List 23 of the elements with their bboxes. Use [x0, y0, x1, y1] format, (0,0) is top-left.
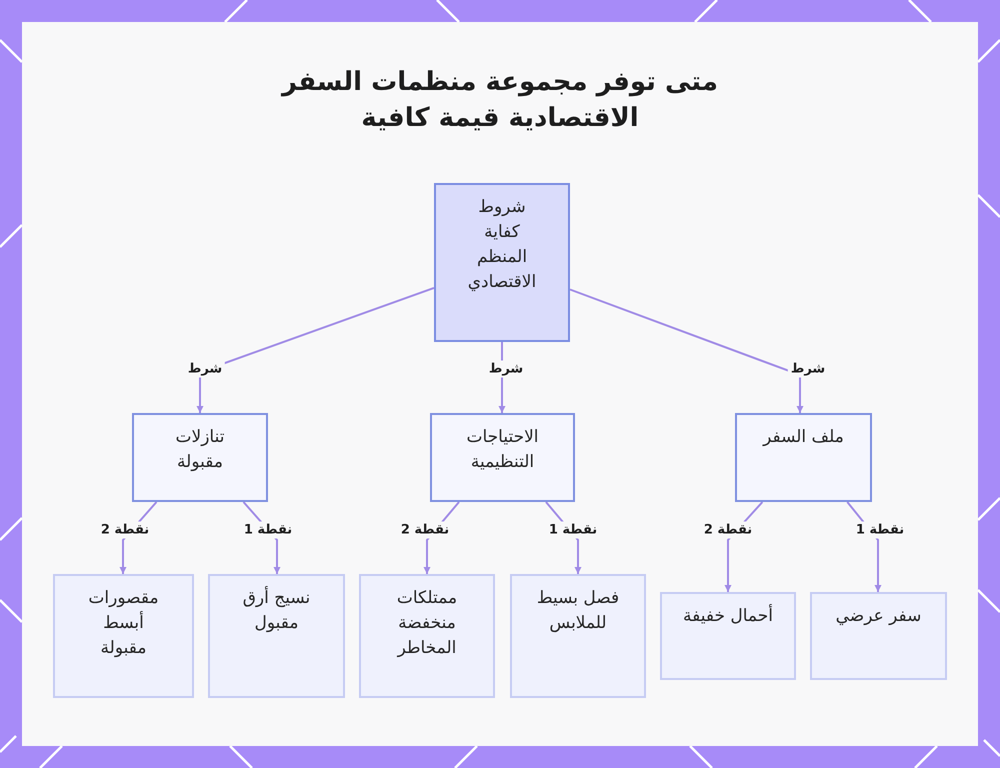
category-box: [735, 413, 872, 502]
diagram-title: متى توفر مجموعة منظمات السفر الاقتصادية قيمة كافية: [280, 66, 719, 135]
item-box: [53, 574, 194, 698]
node-text: ممتلكات منخفضة المخاطر: [396, 587, 458, 660]
node-text: ملف السفر: [763, 426, 844, 449]
item-box: [660, 592, 796, 680]
root-box: [434, 183, 570, 342]
item-box: [208, 574, 345, 698]
connector-arrow: [570, 288, 804, 413]
node-text: نسيج أرق مقبول: [242, 586, 312, 635]
node-text: سفر عرضي: [836, 605, 922, 628]
category-box: [132, 413, 268, 502]
node-text: فصل بسيط للملابس: [536, 587, 620, 635]
node-text: أحمال خفيفة: [683, 604, 773, 628]
item-box: [510, 574, 646, 698]
connector-arrow: [196, 286, 434, 413]
node-text: الاحتياجات التنظيمية: [465, 426, 540, 474]
node-text: تنازلات مقبولة: [174, 426, 226, 474]
item-box: [810, 592, 947, 680]
node-text: شروط كفاية المنظم الاقتصادي: [466, 196, 538, 294]
node-text: مقصورات أبسط مقبولة: [87, 587, 160, 660]
item-box: [359, 574, 495, 698]
category-box: [430, 413, 575, 502]
